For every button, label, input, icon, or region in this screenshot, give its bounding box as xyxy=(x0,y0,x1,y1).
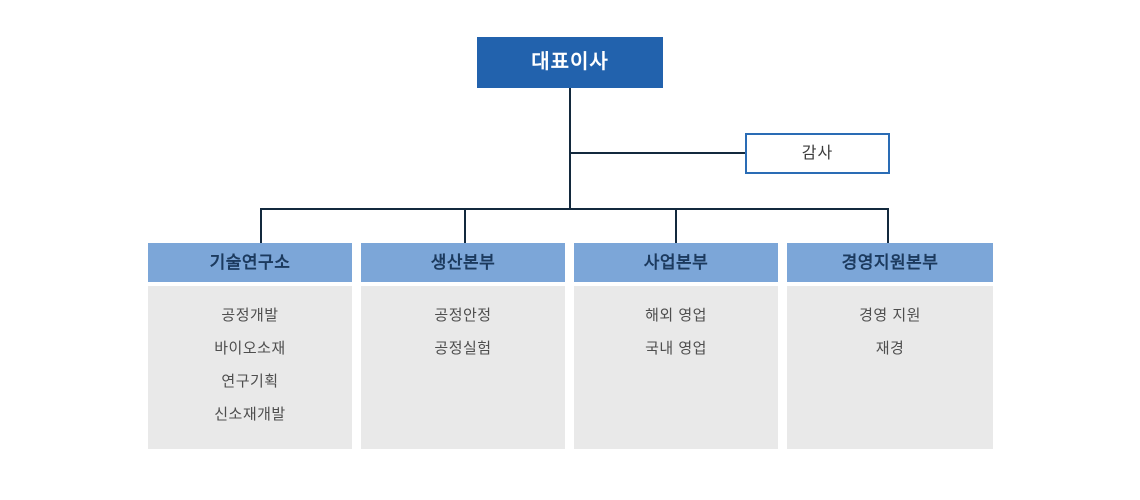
dept-column-production: 생산본부 공정안정 공정실험 xyxy=(361,243,565,449)
dept-panel: 경영 지원 재경 xyxy=(787,286,993,449)
dept-label: 경영지원본부 xyxy=(841,253,939,272)
team-item: 재경 xyxy=(875,340,905,357)
connector-audit-branch xyxy=(571,152,745,154)
dept-panel: 공정개발 바이오소재 연구기획 신소재개발 xyxy=(148,286,352,449)
dept-header: 기술연구소 xyxy=(148,243,352,282)
connector-root-vertical xyxy=(569,88,571,210)
connector-drop-dept-3 xyxy=(675,208,677,243)
dept-label: 생산본부 xyxy=(430,253,496,272)
dept-column-business: 사업본부 해외 영업 국내 영업 xyxy=(574,243,778,449)
team-item: 바이오소재 xyxy=(214,340,286,357)
dept-column-mgmt-support: 경영지원본부 경영 지원 재경 xyxy=(787,243,993,449)
team-item: 공정개발 xyxy=(221,307,279,324)
dept-column-tech-research: 기술연구소 공정개발 바이오소재 연구기획 신소재개발 xyxy=(148,243,352,449)
audit-box: 감사 xyxy=(745,133,890,174)
audit-label: 감사 xyxy=(801,145,834,162)
connector-drop-dept-4 xyxy=(887,208,889,243)
dept-label: 기술연구소 xyxy=(209,253,291,272)
team-item: 공정실험 xyxy=(434,340,492,357)
team-item: 공정안정 xyxy=(434,307,492,324)
team-item: 해외 영업 xyxy=(645,307,707,324)
ceo-label: 대표이사 xyxy=(531,51,609,73)
dept-panel: 공정안정 공정실험 xyxy=(361,286,565,449)
dept-header: 경영지원본부 xyxy=(787,243,993,282)
ceo-box: 대표이사 xyxy=(477,37,663,88)
dept-label: 사업본부 xyxy=(643,253,709,272)
connector-main-horizontal xyxy=(260,208,889,210)
team-item: 신소재개발 xyxy=(214,406,286,423)
connector-drop-dept-1 xyxy=(260,208,262,243)
dept-panel: 해외 영업 국내 영업 xyxy=(574,286,778,449)
team-item: 경영 지원 xyxy=(859,307,921,324)
team-item: 연구기획 xyxy=(221,373,279,390)
dept-header: 사업본부 xyxy=(574,243,778,282)
connector-drop-dept-2 xyxy=(464,208,466,243)
team-item: 국내 영업 xyxy=(645,340,707,357)
dept-header: 생산본부 xyxy=(361,243,565,282)
